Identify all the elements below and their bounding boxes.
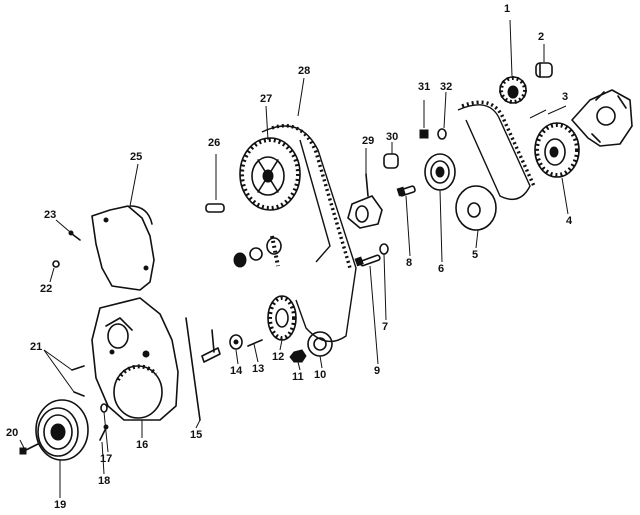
front-cover-screw (68, 230, 81, 241)
small-washer (379, 243, 389, 255)
drive-sprocket (499, 76, 527, 104)
rear-cover (91, 297, 179, 421)
stud (396, 185, 416, 197)
tensioner-bracket (347, 173, 383, 229)
callout-1: 1 (504, 3, 511, 15)
pin (247, 339, 263, 347)
callout-8: 8 (406, 257, 413, 269)
callout-25: 25 (130, 151, 143, 163)
callout-17: 17 (100, 453, 113, 465)
cam-hardware (233, 235, 282, 268)
idler-pulley (307, 331, 333, 357)
long-bolt (354, 254, 381, 267)
callout-27: 27 (260, 93, 273, 105)
key (535, 62, 553, 78)
callout-10: 10 (314, 369, 327, 381)
belt-lower (457, 100, 536, 200)
callout-7: 7 (382, 321, 389, 333)
aux-sprocket (267, 295, 297, 341)
callout-32: 32 (440, 81, 453, 93)
callout-3: 3 (562, 91, 569, 103)
spacer-bush (383, 153, 399, 169)
callout-31: 31 (418, 81, 431, 93)
callout-28: 28 (298, 65, 311, 77)
clip (52, 260, 60, 268)
tensioner-pulley (424, 153, 456, 191)
callout-9: 9 (374, 365, 381, 377)
spacer (229, 334, 243, 350)
callout-18: 18 (98, 475, 111, 487)
upper-cover (91, 205, 155, 291)
timing-belt (261, 124, 357, 343)
bolt-31 (419, 100, 429, 139)
dowel (205, 203, 225, 213)
callout-13: 13 (252, 363, 265, 375)
callout-12: 12 (272, 351, 285, 363)
callout-2: 2 (538, 31, 545, 43)
callout-29: 29 (362, 135, 375, 147)
callout-5: 5 (472, 249, 479, 261)
callout-6: 6 (438, 263, 445, 275)
callout-21: 21 (30, 341, 43, 353)
callout-15: 15 (190, 429, 203, 441)
callout-23: 23 (44, 209, 57, 221)
cam-sprocket (239, 137, 301, 211)
pulley-bolt (19, 443, 39, 455)
callout-14: 14 (230, 365, 243, 377)
oil-pump-housing (529, 89, 633, 147)
callout-16: 16 (136, 439, 149, 451)
cover-screw (71, 365, 85, 397)
callout-22: 22 (40, 283, 53, 295)
shaft (201, 329, 221, 363)
callout-30: 30 (386, 131, 399, 143)
leader-lines (19, 19, 569, 498)
long-rod (185, 317, 201, 421)
washer-plate (455, 185, 497, 231)
washer-clip (100, 403, 108, 413)
crank-sprocket (534, 122, 580, 178)
callout-11: 11 (292, 371, 304, 383)
nut (289, 349, 307, 363)
callout-4: 4 (566, 215, 573, 227)
callout-19: 19 (54, 499, 67, 511)
callout-20: 20 (6, 427, 19, 439)
crank-pulley (35, 399, 89, 461)
callout-26: 26 (208, 137, 221, 149)
washer-32 (437, 128, 447, 140)
